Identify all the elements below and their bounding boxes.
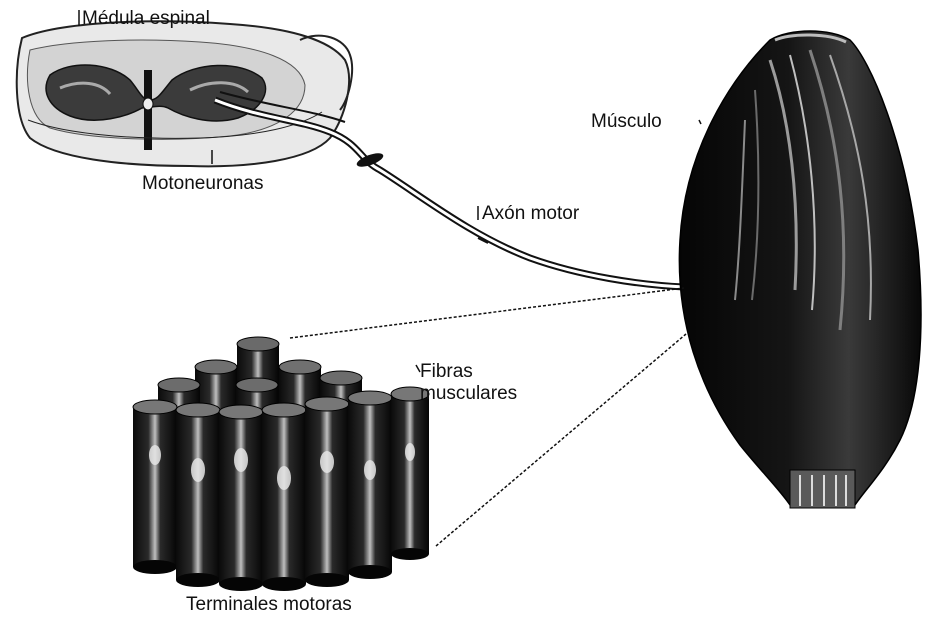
label-medula-espinal: Médula espinal	[82, 8, 210, 30]
label-terminales-motoras: Terminales motoras	[186, 594, 352, 616]
muscle-shape	[679, 31, 921, 508]
spinal-cord-section	[17, 21, 352, 166]
label-axon-motor: Axón motor	[482, 203, 579, 225]
label-fibras-musculares: Fibras musculares	[420, 361, 570, 405]
muscle-fiber-bundle	[133, 337, 429, 591]
label-motoneuronas: Motoneuronas	[142, 173, 263, 195]
label-musculo: Músculo	[591, 111, 662, 133]
